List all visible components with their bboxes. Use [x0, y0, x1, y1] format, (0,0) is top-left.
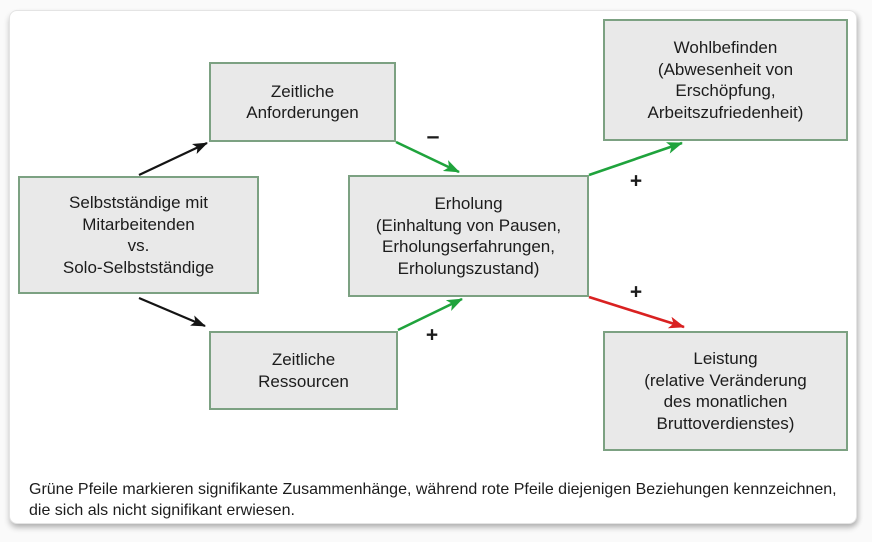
node-line: Bruttoverdienstes): [656, 413, 795, 433]
node-line: Erholungszustand): [397, 258, 540, 278]
figure-card: Selbstständige mit Mitarbeitenden vs. So…: [9, 10, 857, 524]
node-line: Ressourcen: [258, 371, 349, 391]
node-line: Wohlbefinden: [673, 38, 778, 57]
node-line: Leistung: [693, 349, 758, 368]
node-line: Selbstständige mit: [69, 193, 208, 212]
node-line: Zeitliche: [271, 350, 336, 369]
node-wellbeing: Wohlbefinden (Abwesenheit von Erschöpfun…: [603, 19, 848, 141]
caption-line-1: Grüne Pfeile markieren signifikante Zusa…: [29, 481, 837, 498]
node-line: (Einhaltung von Pausen,: [375, 215, 562, 235]
edge-subject-demands-arrow: [138, 142, 208, 176]
figure-caption: Grüne Pfeile markieren signifikante Zusa…: [29, 479, 837, 521]
edge-sign-plus: +: [629, 280, 643, 304]
node-recovery: Erholung (Einhaltung von Pausen, Erholun…: [348, 175, 589, 297]
edge-subject-resources-arrow: [138, 296, 206, 328]
node-line: des monatlichen: [663, 392, 788, 411]
node-line: Mitarbeitenden: [82, 214, 195, 234]
node-subject: Selbstständige mit Mitarbeitenden vs. So…: [18, 176, 259, 294]
node-line: (Abwesenheit von: [657, 59, 794, 79]
node-line: Solo-Selbstständige: [62, 257, 215, 277]
edge-sign-plus: +: [629, 169, 643, 193]
node-line: vs.: [127, 236, 150, 255]
node-line: Erholung: [434, 194, 503, 213]
node-line: Erholungserfahrungen,: [382, 237, 555, 256]
edge-sign-plus: +: [425, 323, 439, 347]
edge-sign-minus: –: [426, 122, 440, 149]
node-time-demands: Zeitliche Anforderungen: [209, 62, 396, 142]
node-time-resources: Zeitliche Ressourcen: [209, 331, 398, 410]
node-performance: Leistung (relative Veränderung des monat…: [603, 331, 848, 451]
node-line: (relative Veränderung: [644, 370, 807, 390]
node-line: Arbeitszufriedenheit): [647, 102, 804, 122]
node-line: Erschöpfung,: [675, 81, 776, 100]
node-line: Zeitliche: [270, 81, 335, 101]
node-line: Anforderungen: [246, 103, 359, 122]
caption-line-2: die sich als nicht signifikant erwiesen.: [29, 502, 295, 519]
